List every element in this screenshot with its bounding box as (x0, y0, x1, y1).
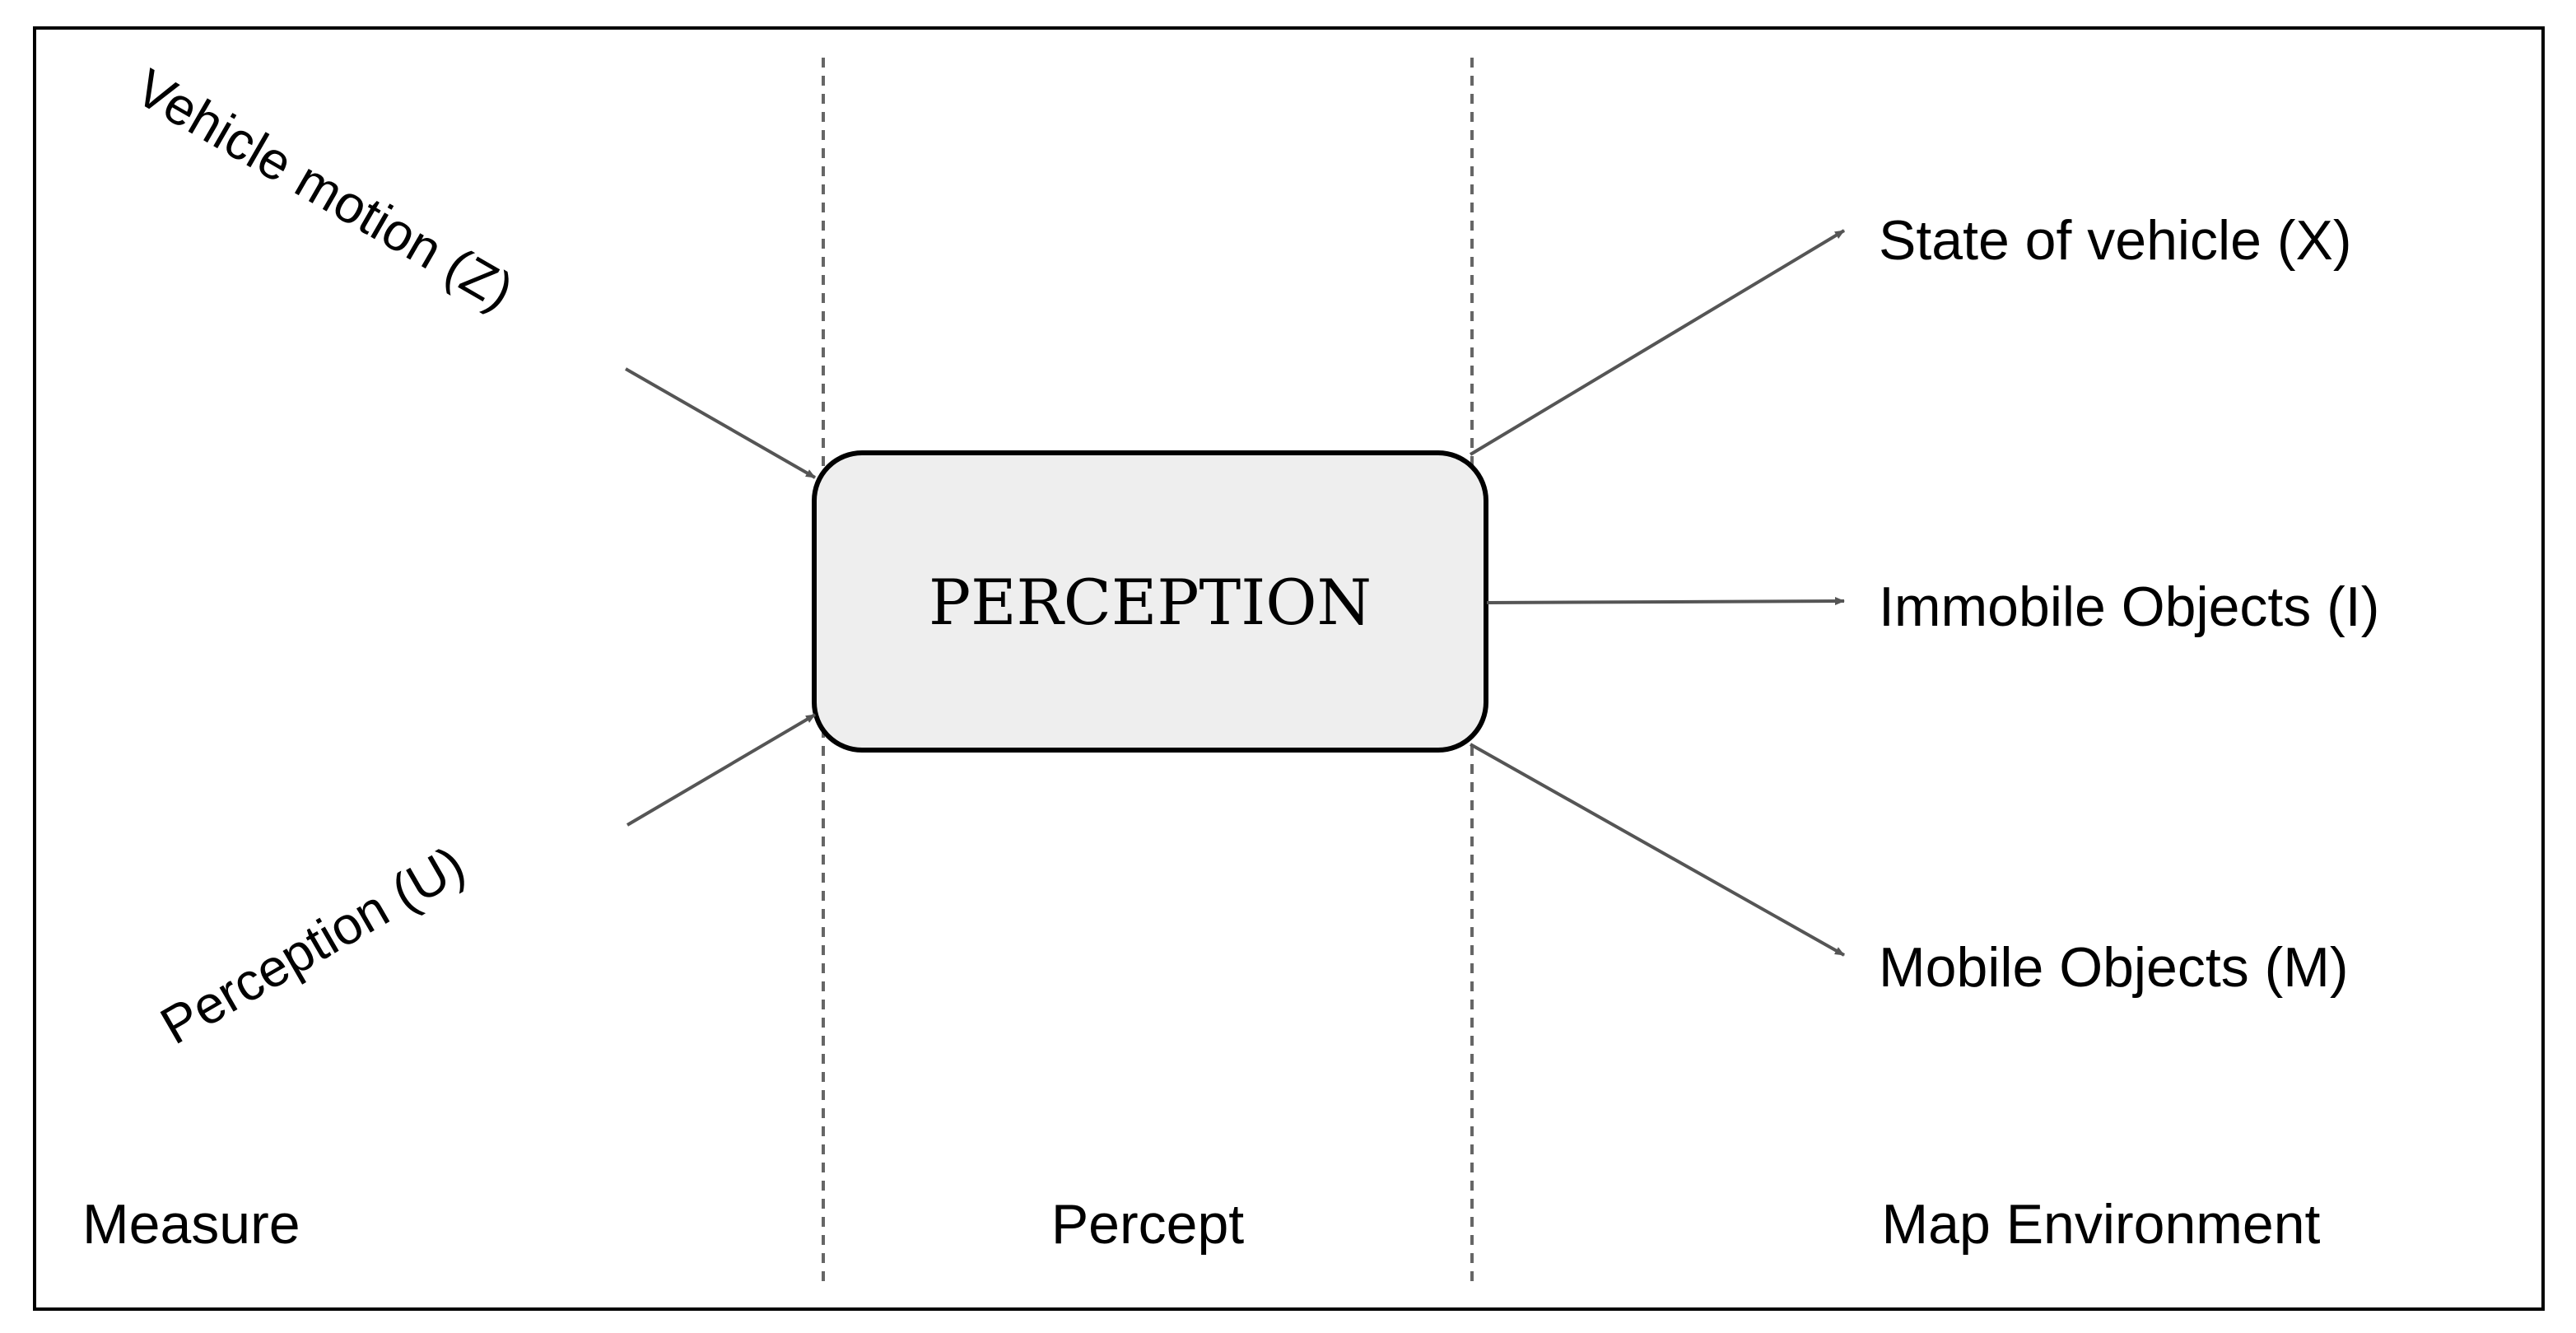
arrow-vehicle-motion (625, 367, 816, 479)
arrow-state-of-vehicle (1469, 229, 1846, 456)
output-label-immobile-objects: Immobile Objects (I) (1879, 576, 2379, 638)
output-label-state-of-vehicle: State of vehicle (X) (1879, 209, 2351, 272)
region-label-map-environment: Map Environment (1882, 1193, 2321, 1256)
output-label-mobile-objects: Mobile Objects (M) (1879, 936, 2349, 999)
region-label-measure: Measure (82, 1193, 300, 1256)
arrow-mobile-objects (1470, 743, 1845, 957)
arrow-immobile-objects (1486, 597, 1845, 606)
region-label-percept: Percept (1051, 1193, 1244, 1256)
perception-box-label: PERCEPTION (929, 566, 1372, 639)
arrow-perception-input (626, 713, 817, 827)
perception-box (812, 450, 1488, 753)
